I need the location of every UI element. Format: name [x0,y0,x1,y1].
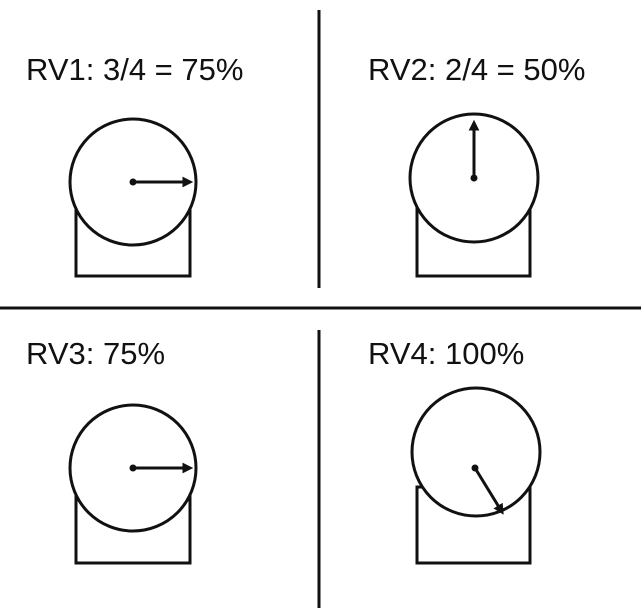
gauge-rv3 [68,403,198,565]
panel-label-rv2: RV2: 2/4 = 50% [368,52,585,87]
panel-label-rv3: RV3: 75% [26,336,165,371]
gauge-rv1 [68,117,198,278]
panel-rv3: RV3: 75% [26,336,198,565]
panel-label-rv4: RV4: 100% [368,336,524,371]
gauge-rv4 [410,386,542,565]
gauge-dial [410,386,542,518]
panel-rv1: RV1: 3/4 = 75% [26,52,243,278]
panel-rv4: RV4: 100% [368,336,542,565]
panel-rv2: RV2: 2/4 = 50% [368,52,585,278]
panel-label-rv1: RV1: 3/4 = 75% [26,52,243,87]
gauge-rv2 [408,112,540,278]
gauge-needle-arrow [473,467,504,515]
